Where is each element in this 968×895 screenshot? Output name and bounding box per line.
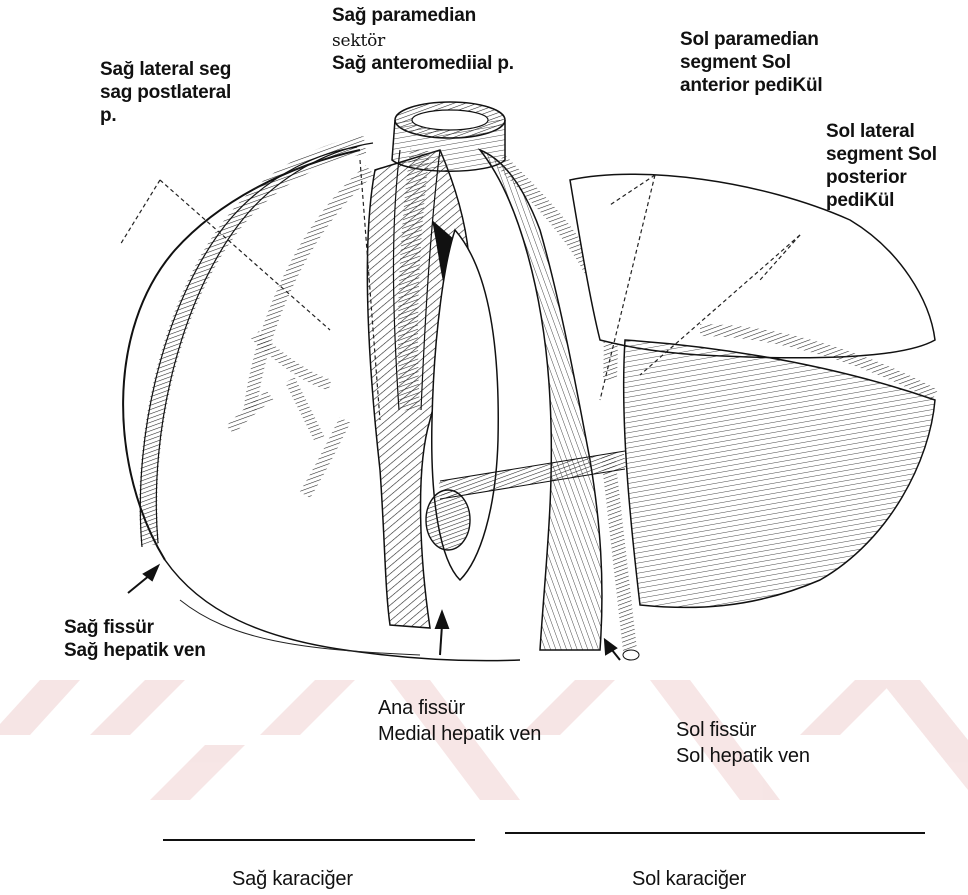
right-liver-lower-edge <box>165 560 520 661</box>
label-sol-karaciger: Sol karaciğer <box>632 866 746 892</box>
divider-left <box>505 832 925 834</box>
label-sag-fissur: Sağ fissür Sağ hepatik ven <box>64 616 206 662</box>
label-sag-paramedian-sektor: sektör <box>332 30 385 53</box>
label-sag-anteromedial: Sağ anteromediial p. <box>332 52 514 75</box>
label-sag-karaciger: Sağ karaciğer <box>232 866 353 892</box>
label-sol-paramedian: Sol paramedian segment Sol anterior pedi… <box>680 28 822 97</box>
right-portal-branch-lower <box>230 335 330 440</box>
label-ana-fissur: Ana fissür Medial hepatik ven <box>378 695 541 747</box>
left-lateral-underside <box>624 340 935 607</box>
middle-hepatic-vein <box>408 150 420 410</box>
label-sag-lateral: Sağ lateral seg sag postlateral p. <box>100 58 231 127</box>
label-sol-fissur: Sol fissür Sol hepatik ven <box>676 717 810 769</box>
portal-vein-trunk <box>426 490 470 550</box>
label-sol-lateral: Sol lateral segment Sol posterior pediKü… <box>826 120 937 212</box>
label-sag-paramedian: Sağ paramedian <box>332 4 476 27</box>
divider-right <box>163 839 475 841</box>
left-hepatic-vein <box>608 455 630 650</box>
